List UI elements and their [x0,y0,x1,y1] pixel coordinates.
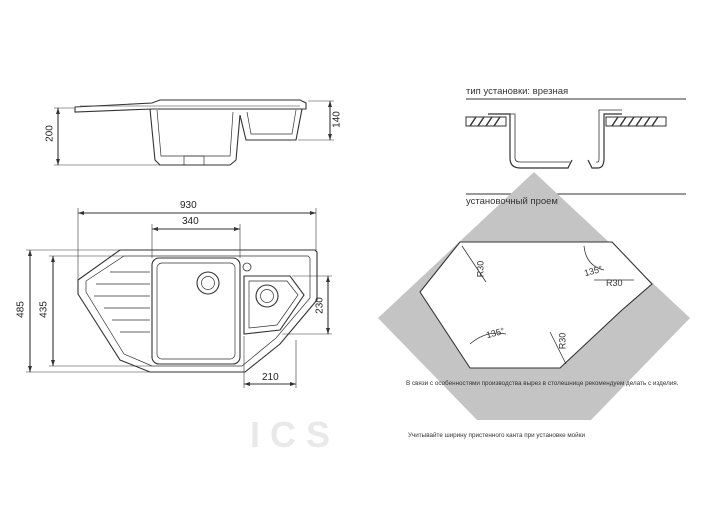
main-bowl-width-label: 340 [182,216,199,227]
installation-type-label: тип установки: врезная [466,86,569,97]
radius-label-bottom: R30 [557,332,568,350]
production-note: В связи с особенностями производства выр… [406,380,679,387]
watermark-logo: ICS [250,414,341,455]
top-view [26,208,332,388]
side-height-bowl-label: 140 [331,111,343,128]
side-height-total-label: 200 [44,125,56,142]
inner-depth-label: 435 [38,301,50,318]
installation-section [465,98,686,195]
radius-label-right: R30 [606,278,623,288]
cutout-section [378,172,690,420]
cutout-outline [419,241,653,369]
edge-width-note: Учитывайте ширину пристенного канта при … [408,432,585,439]
cutout-label: установочный проем [466,196,558,207]
side-view [54,99,334,166]
dimension-arrows [28,101,332,386]
radius-label-top-left: R30 [475,260,486,278]
overall-width-label: 930 [180,200,197,211]
overall-depth-label: 485 [15,301,27,318]
small-bowl-depth-label: 230 [314,297,326,314]
small-bowl-width-label: 210 [262,372,279,383]
